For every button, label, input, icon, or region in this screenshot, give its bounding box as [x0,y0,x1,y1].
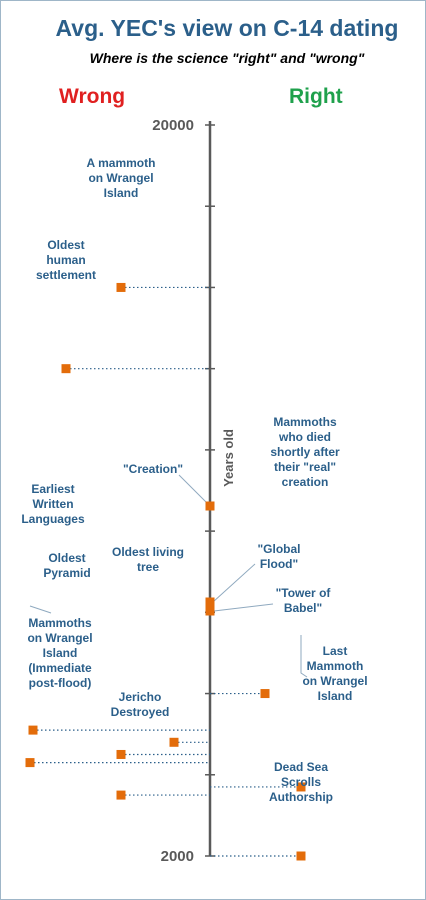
data-point-marker [116,749,126,759]
callout-line [29,605,52,614]
data-point-marker [169,737,179,747]
data-point-marker [116,790,126,800]
callout-line [178,474,211,507]
wrong-side-label: Wrong [59,85,126,108]
data-point-marker [205,597,215,607]
data-point-marker [28,725,38,735]
data-point-marker [260,689,270,699]
data-point-marker [296,851,306,861]
y-tick-label: 2000 [161,848,194,865]
chart-subtitle: Where is the science "right" and "wrong" [89,50,365,66]
chart-title: Avg. YEC's view on C-14 dating [55,15,399,41]
data-point-marker [25,758,35,768]
right-side-label: Right [289,85,343,108]
data-point-marker [61,364,71,374]
data-point-marker [205,501,215,511]
data-point-marker [205,606,215,616]
callout-line [213,603,274,612]
y-axis-label: Years old [221,429,236,487]
data-point-label: "Creation" [123,462,183,476]
callout-line [300,635,308,678]
data-point-marker [296,782,306,792]
callout-line [212,563,256,603]
y-tick-label: 20000 [152,117,194,134]
data-point-marker [116,282,126,292]
